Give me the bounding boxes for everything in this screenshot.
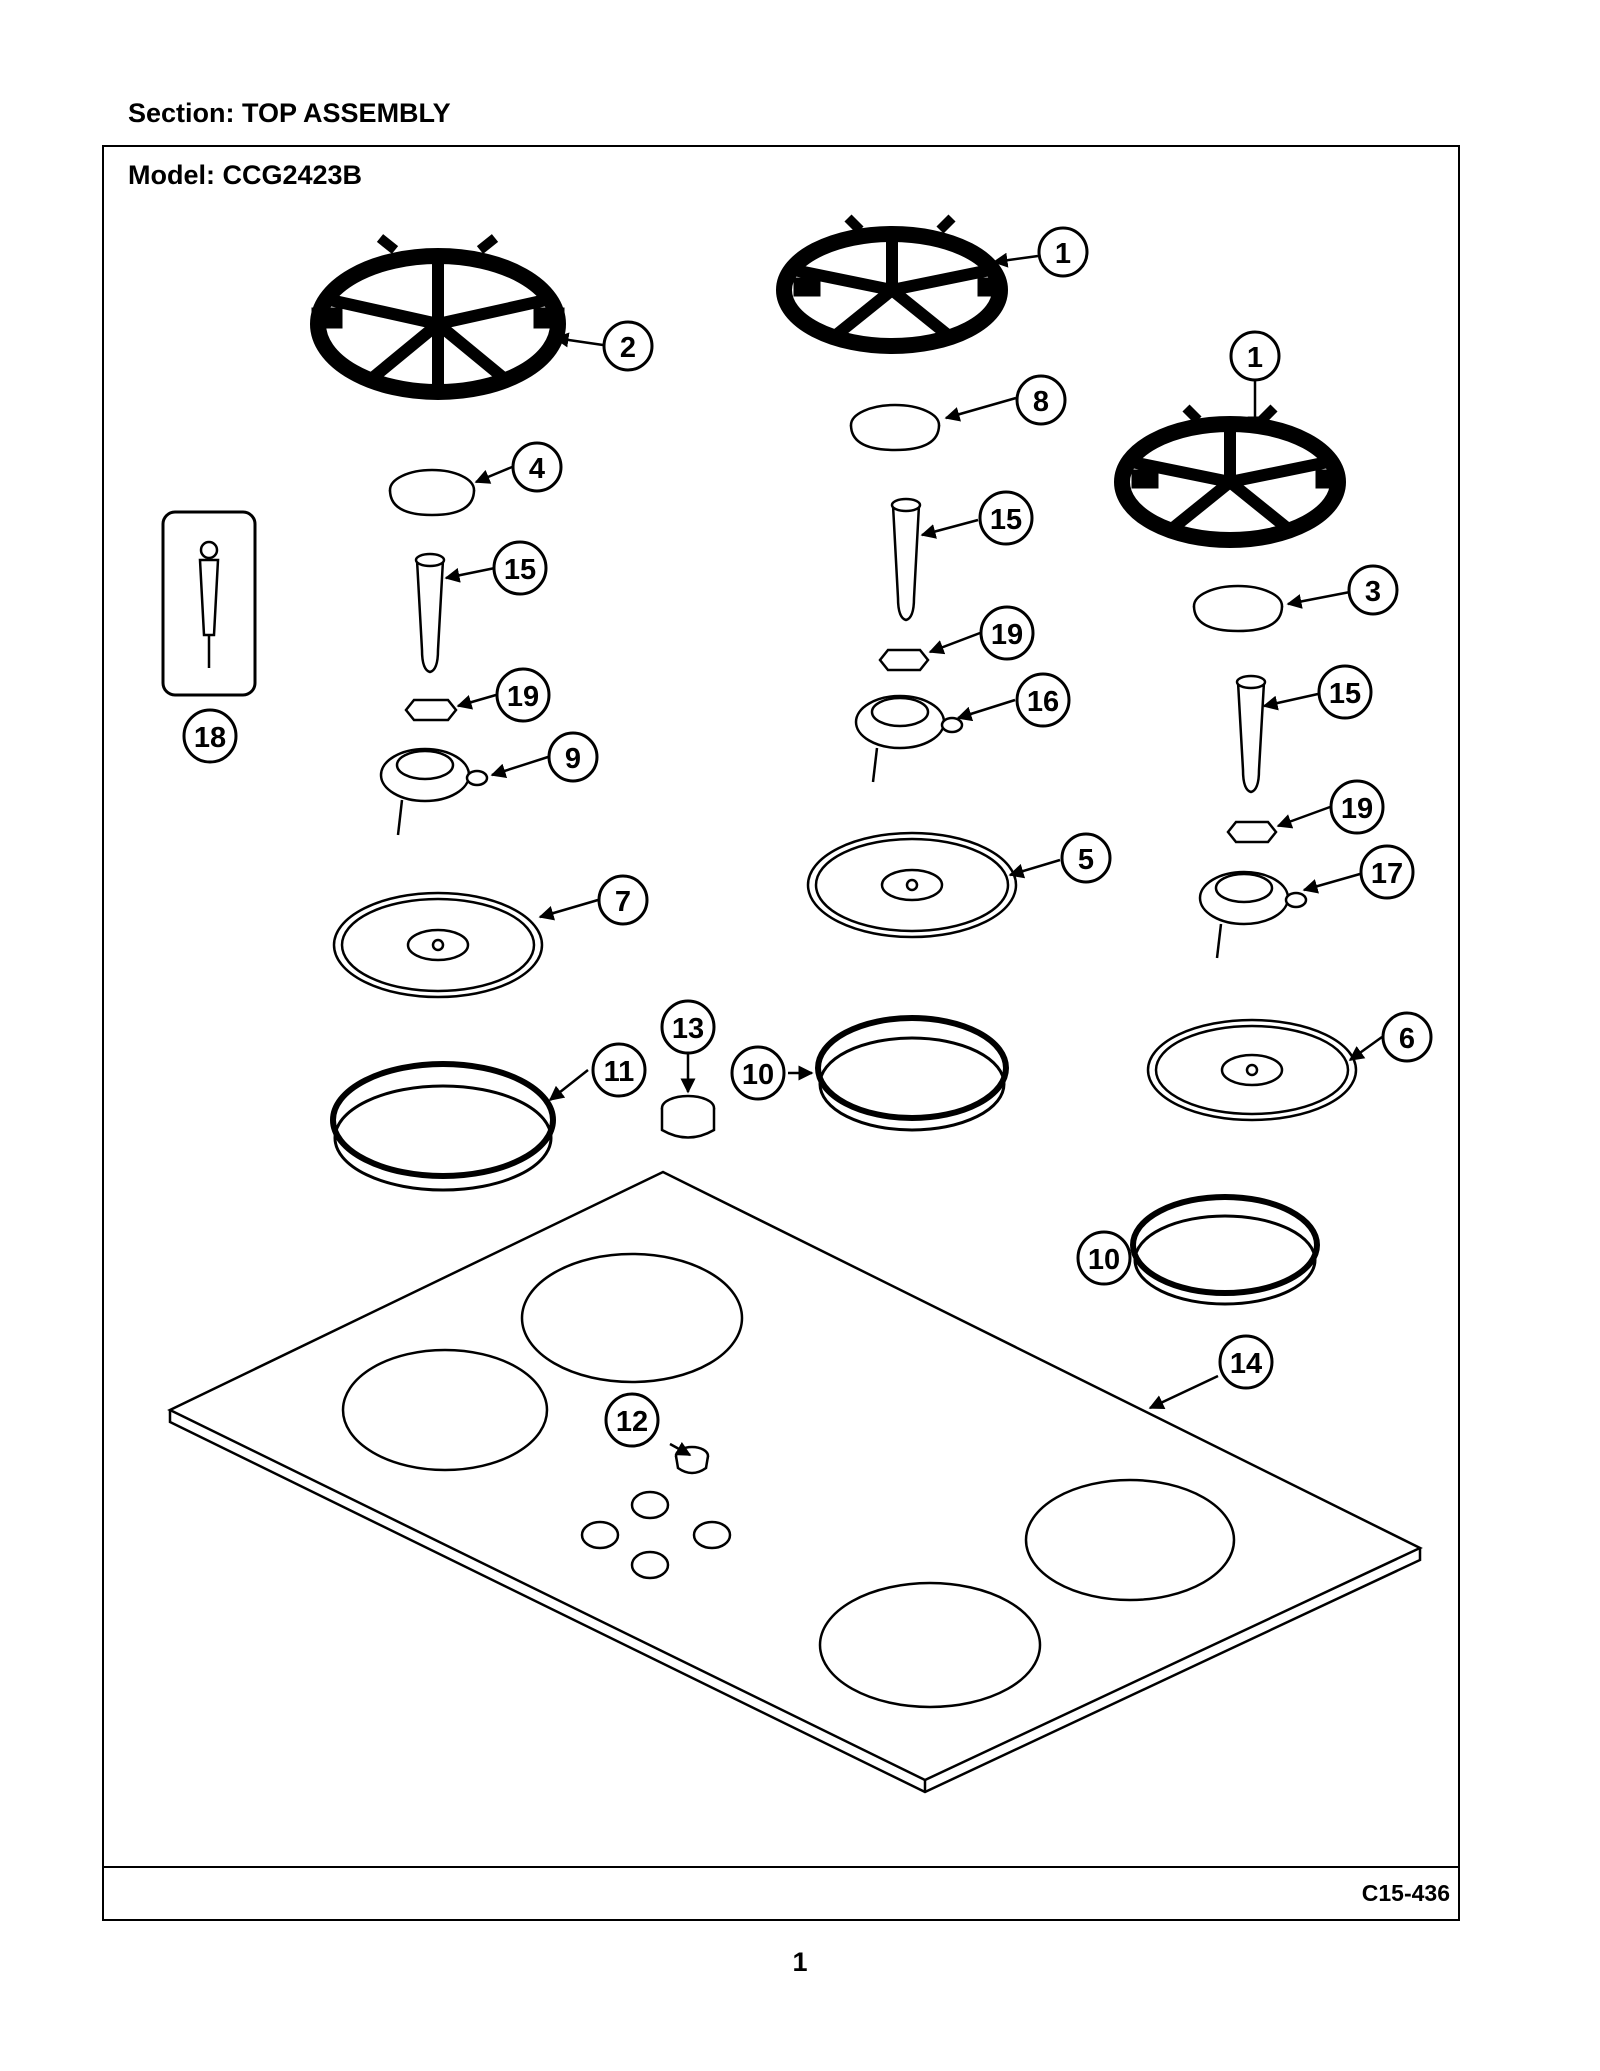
svg-text:7: 7 <box>615 886 631 918</box>
orifice-tube <box>414 497 1267 794</box>
callout-3: 3 <box>1347 564 1399 616</box>
svg-text:19: 19 <box>991 619 1023 651</box>
callout-18: 18 <box>182 708 238 764</box>
page-number: 1 <box>792 1947 808 1977</box>
callout-15: 15 <box>978 490 1034 546</box>
svg-text:5: 5 <box>1078 844 1094 876</box>
callouts: 1 1 2 3 4 5 6 7 8 9 10 10 11 12 13 14 15… <box>182 226 1433 1448</box>
svg-text:10: 10 <box>742 1059 774 1091</box>
grate-left <box>310 234 566 400</box>
svg-text:4: 4 <box>529 453 545 485</box>
cooktop-control-hole <box>692 1520 732 1550</box>
cooktop-control-hole <box>630 1550 670 1580</box>
callout-10: 10 <box>730 1045 786 1101</box>
callout-9: 9 <box>547 731 599 783</box>
callout-16: 16 <box>1015 672 1071 728</box>
grate-right <box>1114 404 1346 548</box>
grate-center <box>776 214 1008 354</box>
callout-1: 1 <box>1229 330 1281 382</box>
svg-text:14: 14 <box>1230 1348 1262 1380</box>
leader-lines <box>444 252 1383 1457</box>
svg-text:6: 6 <box>1399 1023 1415 1055</box>
control-knob <box>660 1094 716 1139</box>
callout-2: 2 <box>602 320 654 372</box>
callout-7: 7 <box>597 874 649 926</box>
callout-11: 11 <box>591 1042 647 1098</box>
cooktop-burner-opening <box>818 1581 1042 1709</box>
svg-text:12: 12 <box>616 1406 648 1438</box>
burner-bowl <box>332 831 1358 1122</box>
svg-text:15: 15 <box>1329 678 1361 710</box>
svg-text:19: 19 <box>507 681 539 713</box>
callout-10: 10 <box>1076 1230 1132 1286</box>
igniter-box <box>161 510 257 697</box>
svg-text:2: 2 <box>620 332 636 364</box>
callout-12: 12 <box>604 1392 660 1448</box>
callout-14: 14 <box>1218 1334 1274 1390</box>
svg-text:18: 18 <box>194 722 226 754</box>
trim-ring <box>330 1015 1320 1306</box>
hex-nut <box>404 648 1278 844</box>
svg-text:13: 13 <box>672 1013 704 1045</box>
callout-19: 19 <box>979 605 1035 661</box>
burner-cap <box>388 403 1284 633</box>
svg-text:16: 16 <box>1027 686 1059 718</box>
svg-text:15: 15 <box>990 504 1022 536</box>
callout-19: 19 <box>1329 779 1385 835</box>
cooktop-burner-opening <box>520 1252 744 1384</box>
footer-divider <box>102 1866 1460 1868</box>
callout-15: 15 <box>1317 664 1373 720</box>
svg-text:8: 8 <box>1033 386 1049 418</box>
cooktop-burner-opening <box>341 1348 549 1472</box>
burner-base <box>379 694 1308 959</box>
callout-17: 17 <box>1359 844 1415 900</box>
svg-text:17: 17 <box>1371 858 1403 890</box>
svg-text:19: 19 <box>1341 793 1373 825</box>
diagram-code: C15-436 <box>1361 1880 1450 1906</box>
diagram-frame <box>102 145 1460 1921</box>
svg-text:1: 1 <box>1055 238 1071 270</box>
section-title: Section: TOP ASSEMBLY <box>128 98 451 128</box>
cooktop-control-hole <box>580 1520 620 1550</box>
svg-text:15: 15 <box>504 554 536 586</box>
cooktop-control-hole <box>630 1490 670 1520</box>
callout-15: 15 <box>492 540 548 596</box>
svg-text:3: 3 <box>1365 576 1381 608</box>
callout-8: 8 <box>1015 374 1067 426</box>
svg-text:9: 9 <box>565 743 581 775</box>
cooktop-panel <box>167 1170 1423 1794</box>
callout-19: 19 <box>495 667 551 723</box>
svg-text:10: 10 <box>1088 1244 1120 1276</box>
callout-5: 5 <box>1060 832 1112 884</box>
cooktop-burner-opening <box>1024 1478 1236 1602</box>
callout-1: 1 <box>1037 226 1089 278</box>
callout-6: 6 <box>1381 1011 1433 1063</box>
svg-text:1: 1 <box>1247 342 1263 374</box>
callout-13: 13 <box>660 999 716 1055</box>
callout-4: 4 <box>511 441 563 493</box>
model-title: Model: CCG2423B <box>128 160 363 190</box>
svg-text:11: 11 <box>604 1056 635 1088</box>
